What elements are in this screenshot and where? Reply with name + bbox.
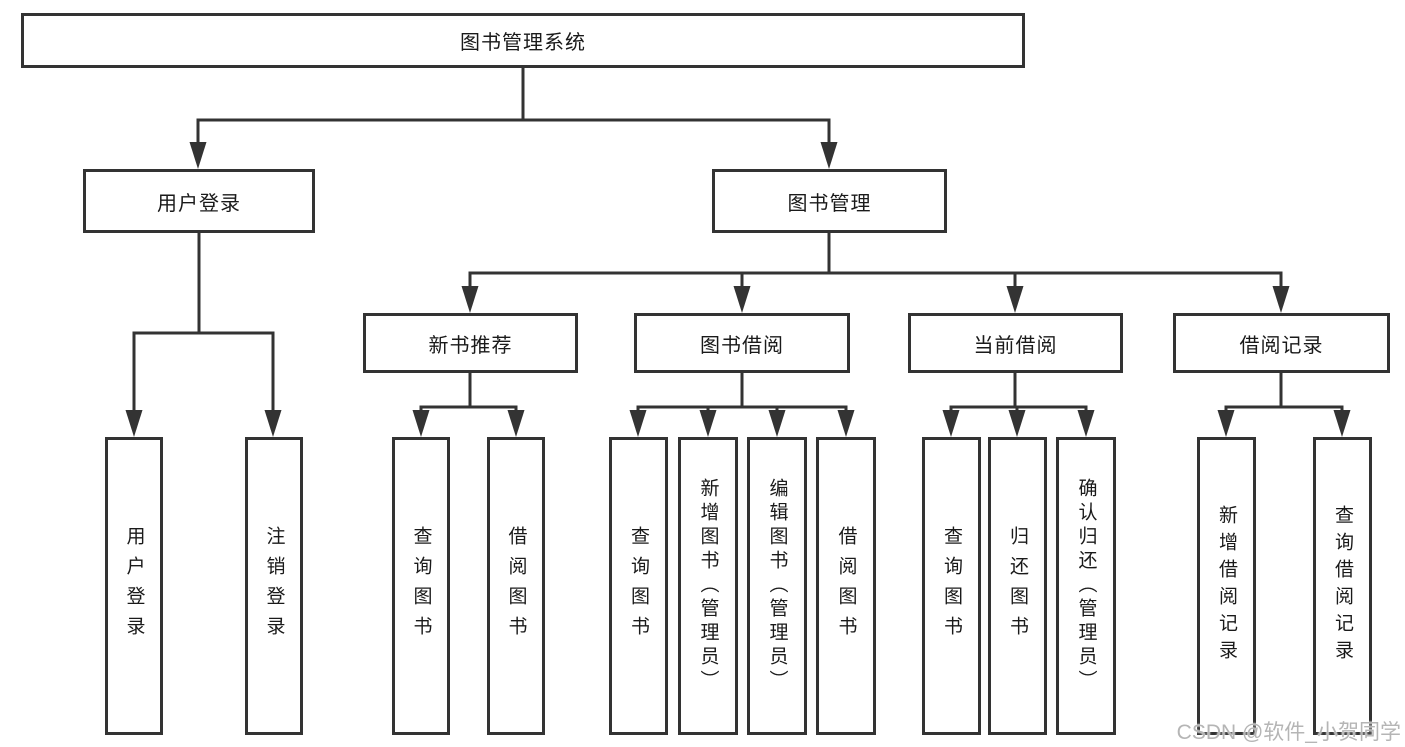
- connector-root-to-level2: [196, 68, 831, 145]
- node-current-borrowing-label: 当前借阅: [973, 334, 1058, 357]
- node-root: 图书管理系统: [21, 13, 1025, 68]
- leaf-edit-book-admin: 编辑图书（管理员）: [747, 437, 807, 735]
- connector-user-login-children: [132, 233, 275, 412]
- leaf-confirm-return-admin-label: 确认归还（管理员）: [1075, 478, 1097, 694]
- leaf-borrow-books-2-label: 借阅图书: [835, 526, 857, 646]
- node-book-borrowing-label: 图书借阅: [700, 334, 784, 357]
- leaf-add-borrow-record: 新增借阅记录: [1197, 437, 1256, 735]
- node-user-login: 用户登录: [83, 169, 315, 233]
- node-current-borrowing: 当前借阅: [908, 313, 1123, 373]
- csdn-watermark: CSDN @软件_小贺同学: [1176, 721, 1401, 744]
- node-borrowing-records: 借阅记录: [1173, 313, 1390, 373]
- node-user-login-label: 用户登录: [157, 192, 241, 215]
- leaf-logout: 注销登录: [245, 437, 303, 735]
- leaf-query-books-3: 查询图书: [922, 437, 981, 735]
- node-new-book-recommend: 新书推荐: [363, 313, 578, 373]
- leaf-add-book-admin: 新增图书（管理员）: [678, 437, 738, 735]
- leaf-query-books-2-label: 查询图书: [628, 526, 649, 646]
- node-book-management: 图书管理: [712, 169, 947, 233]
- leaf-return-books: 归还图书: [988, 437, 1047, 735]
- leaf-confirm-return-admin: 确认归还（管理员）: [1056, 437, 1116, 735]
- leaf-borrow-books-2: 借阅图书: [816, 437, 876, 735]
- leaf-query-books-2: 查询图书: [609, 437, 668, 735]
- leaf-return-books-label: 归还图书: [1007, 526, 1028, 646]
- node-borrowing-records-label: 借阅记录: [1239, 334, 1324, 357]
- leaf-borrow-books-1-label: 借阅图书: [505, 526, 527, 646]
- connector-book-borrow-children: [636, 373, 848, 412]
- leaf-query-borrow-record: 查询借阅记录: [1313, 437, 1372, 735]
- leaf-add-book-admin-label: 新增图书（管理员）: [697, 478, 719, 694]
- connector-current-borrow-children: [949, 373, 1088, 412]
- leaf-query-borrow-record-label: 查询借阅记录: [1332, 505, 1353, 667]
- connector-borrow-records-children: [1224, 373, 1344, 412]
- leaf-user-login-label: 用户登录: [123, 526, 145, 646]
- connector-book-mgmt-children: [468, 233, 1283, 288]
- leaf-logout-label: 注销登录: [263, 526, 285, 646]
- leaf-query-books-1: 查询图书: [392, 437, 450, 735]
- connector-new-book-children: [419, 373, 518, 412]
- node-book-management-label: 图书管理: [787, 192, 872, 215]
- node-root-label: 图书管理系统: [460, 32, 586, 54]
- node-new-book-recommend-label: 新书推荐: [428, 334, 513, 357]
- leaf-borrow-books-1: 借阅图书: [487, 437, 545, 735]
- leaf-user-login: 用户登录: [105, 437, 163, 735]
- leaf-query-books-1-label: 查询图书: [410, 526, 432, 646]
- leaf-query-books-3-label: 查询图书: [941, 526, 962, 646]
- leaf-edit-book-admin-label: 编辑图书（管理员）: [766, 478, 788, 694]
- leaf-add-borrow-record-label: 新增借阅记录: [1216, 505, 1237, 667]
- node-book-borrowing: 图书借阅: [634, 313, 850, 373]
